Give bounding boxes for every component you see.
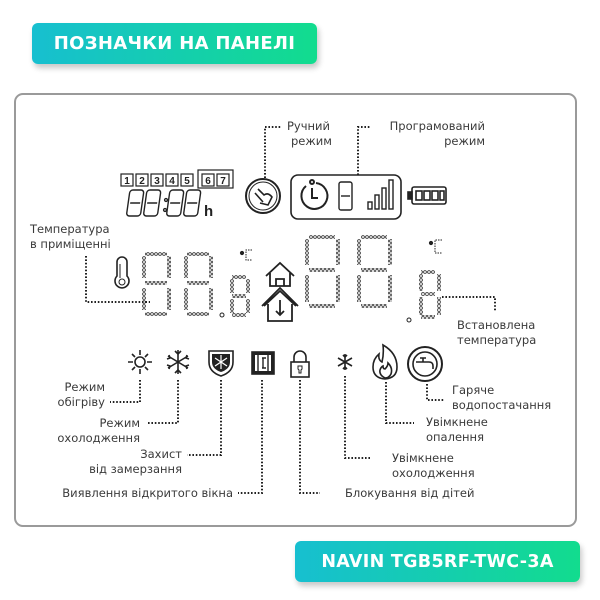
label-cooling-on: Увімкнене охолодження (392, 451, 475, 480)
label-cooling-mode: Режим охолодження (57, 416, 140, 445)
sun-icon (128, 350, 152, 374)
house-down-icon (261, 286, 299, 322)
svg-text:1: 1 (124, 176, 130, 187)
label-frost-protection: Захист від замерзання (89, 447, 182, 476)
program-digit (338, 181, 353, 211)
house-icon (265, 261, 295, 287)
flame-icon (372, 343, 398, 380)
clock-unit: h (204, 203, 213, 220)
celsius-icon-right (428, 239, 442, 254)
day-1: 1 (120, 173, 134, 187)
panel-frame (14, 93, 577, 527)
day-3: 3 (150, 173, 164, 187)
tap-icon (407, 346, 443, 382)
thermometer-icon (114, 256, 130, 289)
svg-text:6: 6 (205, 176, 211, 187)
clock-icon (300, 179, 329, 210)
label-heating-on: Увімкнене опалення (426, 415, 488, 444)
svg-text:5: 5 (184, 176, 190, 187)
model-badge: NAVIN TGB5RF-TWC-3A (295, 541, 580, 582)
set-temp-digits (305, 235, 442, 323)
program-box (290, 174, 402, 220)
title-badge: ПОЗНАЧКИ НА ПАНЕЛІ (32, 23, 317, 64)
day-6: 6 (201, 173, 215, 187)
day-7: 7 (216, 173, 230, 187)
svg-text:4: 4 (169, 176, 175, 187)
label-child-lock: Блокування від дітей (345, 486, 475, 500)
label-room-temperature: Температура в приміщенні (30, 222, 111, 251)
clock-display (126, 189, 202, 217)
shield-snowflake-icon (208, 350, 234, 377)
day-indicators: 1 2 3 4 5 6 7 (120, 169, 234, 189)
label-program-mode: Програмований режим (389, 119, 485, 148)
lock-icon (290, 350, 310, 378)
connector-lines (85, 126, 496, 494)
label-manual-mode: Ручний режим (287, 119, 332, 148)
svg-text:3: 3 (154, 176, 160, 187)
signal-icon (367, 179, 394, 210)
day-2: 2 (135, 173, 149, 187)
day-5: 5 (180, 173, 194, 187)
label-open-window: Виявлення відкритого вікна (62, 486, 233, 500)
celsius-icon-left (239, 249, 252, 261)
label-hot-water: Гаряче водопостачання (452, 383, 552, 412)
label-heating-mode: Режим обігріву (57, 380, 105, 409)
small-snowflake-icon (337, 354, 353, 370)
svg-text:2: 2 (139, 176, 145, 187)
hand-manual-icon (245, 178, 281, 214)
room-temp-digits (142, 249, 252, 318)
window-icon (251, 351, 275, 375)
day-4: 4 (165, 173, 179, 187)
battery-icon (407, 186, 447, 205)
label-set-temperature: Встановлена температура (457, 318, 537, 347)
snowflake-icon (166, 350, 190, 374)
svg-text:7: 7 (220, 176, 226, 187)
